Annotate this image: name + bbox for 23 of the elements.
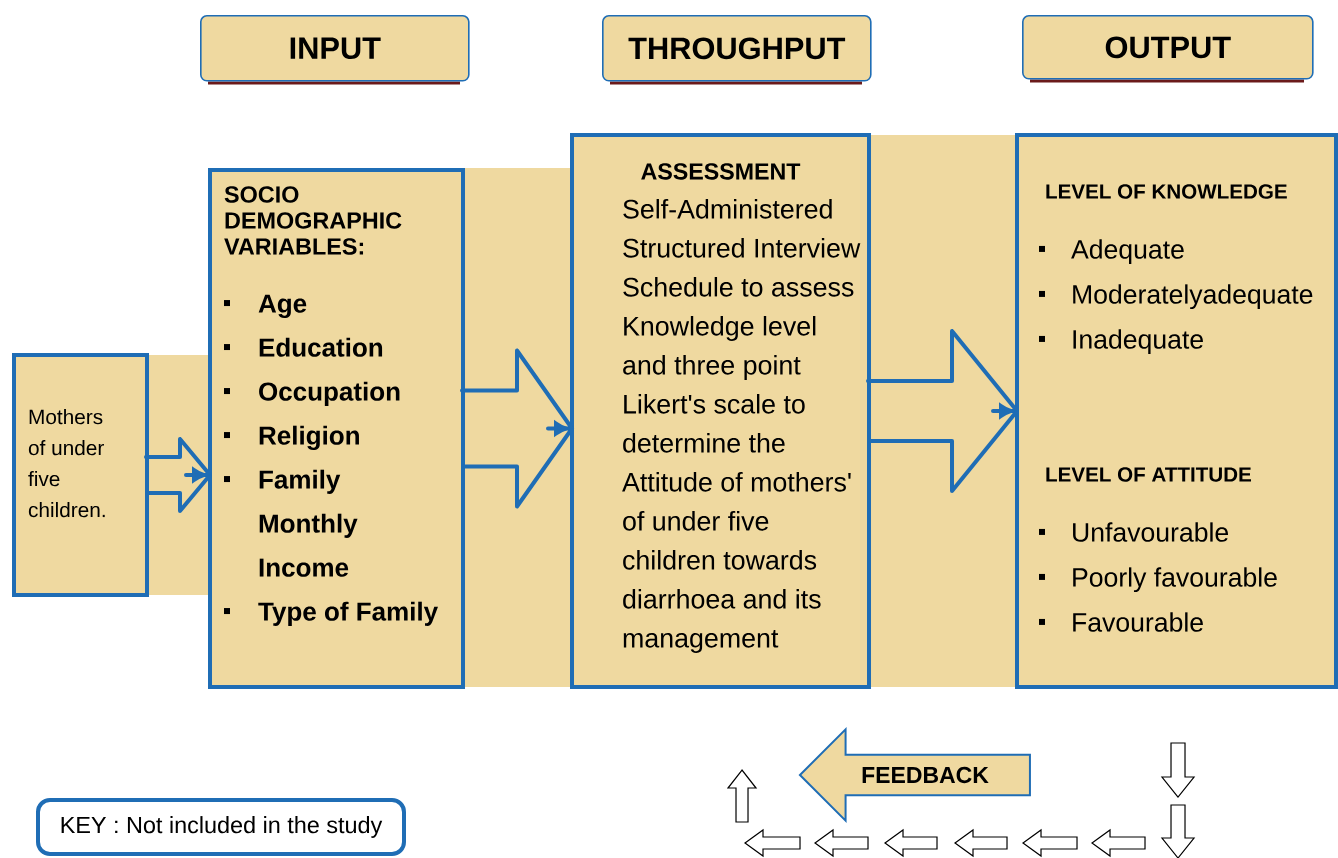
- list-item: Family Monthly Income: [224, 469, 358, 577]
- list-item: Inadequate: [1039, 329, 1203, 355]
- block-arrow: [460, 348, 574, 509]
- body-text: Mothers of under five children.: [28, 409, 105, 518]
- heading-text: LEVEL OF ATTITUDE: [1046, 467, 1251, 482]
- list-item: Age: [224, 294, 307, 319]
- key-box: KEY : Not included in the study: [36, 798, 406, 856]
- list-item: Type of Family: [224, 601, 438, 626]
- list-item: Education: [224, 337, 383, 357]
- heading-text: LEVEL OF KNOWLEDGE: [1046, 184, 1287, 199]
- heading-text: SOCIO DEMOGRAPHIC VARIABLES:: [224, 186, 402, 255]
- list-item: Religion: [224, 425, 359, 451]
- list-item: Unfavourable: [1039, 522, 1228, 542]
- body-text: Self-Administered Structured Interview Schedule to assess Knowledge level and three point Likert's scale to determine the Attitude of mothers' of under five children towards diarrhoea and its management: [622, 199, 861, 653]
- list-item: Occupation: [224, 381, 400, 406]
- list-item: Moderatelyadequate: [1039, 284, 1313, 310]
- list-item: Favourable: [1039, 612, 1203, 632]
- header-box: INPUT: [200, 15, 470, 85]
- header-box: THROUGHPUT: [602, 15, 872, 85]
- list-item: Adequate: [1039, 239, 1184, 265]
- list-item: Poorly favourable: [1039, 567, 1277, 593]
- header-box: OUTPUT: [1022, 15, 1314, 83]
- heading-text: ASSESSMENT: [641, 163, 801, 180]
